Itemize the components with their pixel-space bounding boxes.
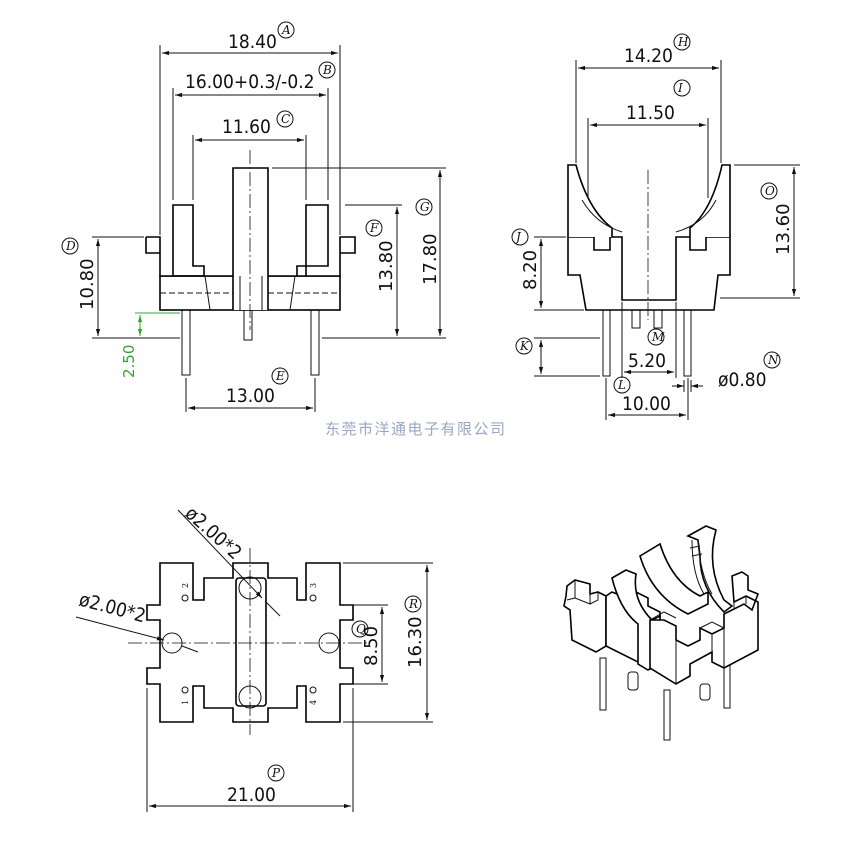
dim-J-label: J — [513, 230, 522, 244]
dim-J-value: 8.20 — [520, 250, 541, 290]
front-view: 18.40 A 16.00+0.3/-0.2 B 11.60 C 10 — [61, 21, 446, 412]
dim-R-label: R — [408, 597, 418, 611]
dim-Q-value: 8.50 — [361, 626, 382, 666]
dim-L: 10.00 L — [605, 376, 689, 420]
dim-O-label: O — [765, 184, 775, 198]
dim-B-label: B — [322, 63, 332, 77]
dim-hole-left-value: ø2.00*2 — [77, 589, 148, 628]
dim-N-value: ø0.80 — [718, 369, 767, 391]
dim-I-value: 11.50 — [626, 102, 675, 124]
dim-E: 13.00 E — [185, 367, 316, 412]
dim-F-value: 13.80 — [376, 240, 397, 292]
dim-P-value: 21.00 — [227, 784, 276, 806]
dim-C-label: C — [281, 112, 290, 126]
dim-A: 18.40 A — [159, 21, 341, 235]
pin-number-1: 1 — [181, 700, 190, 705]
dim-A-label: A — [281, 23, 291, 37]
dim-G: 17.80 G — [272, 167, 446, 339]
dim-D-value: 10.80 — [77, 258, 98, 310]
dim-Q: 8.50 Q — [345, 604, 388, 685]
pin-number-4: 4 — [309, 700, 318, 705]
dim-G-value: 17.80 — [420, 233, 441, 285]
dim-R: 16.30 R — [343, 562, 433, 723]
dim-I-label: I — [677, 81, 683, 95]
dim-I: 11.50 I — [587, 79, 709, 198]
front-center-post — [232, 167, 269, 310]
side-body — [567, 236, 731, 311]
center-slot — [235, 577, 267, 707]
dim-P: 21.00 P — [146, 688, 354, 812]
dim-O: 13.60 O — [720, 164, 800, 299]
dim-L-label: L — [617, 378, 626, 392]
dim-D-label: D — [65, 239, 76, 253]
dim-J: 8.20 J — [511, 228, 584, 311]
dim-N-label: N — [767, 353, 779, 367]
dim-K-label: K — [519, 339, 530, 353]
side-right-cradle — [689, 164, 731, 237]
dim-A-value: 18.40 — [228, 31, 277, 53]
dim-H: 14.20 H — [575, 33, 722, 163]
iso-left-wing — [563, 579, 607, 653]
dim-green-value: 2.50 — [120, 345, 138, 378]
pin-number-2: 2 — [181, 583, 190, 588]
dim-C: 11.60 C — [192, 110, 307, 200]
dim-M-value: 5.20 — [628, 350, 666, 372]
dim-G-label: G — [420, 200, 430, 214]
dim-Q-label: Q — [356, 622, 366, 636]
dim-H-value: 14.20 — [624, 45, 673, 67]
dim-M: 5.20 M — [621, 302, 677, 378]
dim-L-value: 10.00 — [622, 393, 671, 415]
side-left-cradle — [567, 164, 613, 237]
front-pins — [181, 309, 320, 376]
side-view: 14.20 H 11.50 I 8.20 J K — [511, 33, 800, 420]
dim-B-value: 16.00+0.3/-0.2 — [185, 71, 315, 93]
dim-E-value: 13.00 — [226, 385, 275, 407]
dim-N: ø0.80 N — [672, 351, 781, 392]
pin-number-3: 3 — [309, 583, 318, 588]
dim-D: 10.80 D — [61, 236, 180, 339]
dim-O-value: 13.60 — [773, 203, 794, 255]
bottom-view: 1 2 3 4 ø2.00*2 ø2.00*2 21.00 P — [75, 502, 433, 812]
dim-K: K — [515, 337, 600, 377]
dim-B: 16.00+0.3/-0.2 B — [172, 61, 336, 200]
dim-R-value: 16.30 — [405, 616, 426, 668]
front-body-outline — [145, 204, 356, 277]
dim-F: 13.80 F — [322, 204, 402, 339]
iso-right-block — [649, 571, 760, 685]
dim-F-label: F — [369, 221, 379, 235]
dim-P-label: P — [271, 766, 281, 780]
dim-hole-top-value: ø2.00*2 — [181, 502, 246, 564]
dim-H-label: H — [677, 35, 689, 49]
dim-green: 2.50 — [120, 312, 180, 378]
dim-E-label: E — [275, 369, 285, 383]
iso-pins — [599, 657, 731, 741]
dim-M-label: M — [651, 330, 665, 344]
iso-view — [563, 525, 760, 741]
dim-C-value: 11.60 — [222, 116, 271, 138]
company-watermark: 东莞市洋通电子有限公司 — [325, 420, 507, 438]
